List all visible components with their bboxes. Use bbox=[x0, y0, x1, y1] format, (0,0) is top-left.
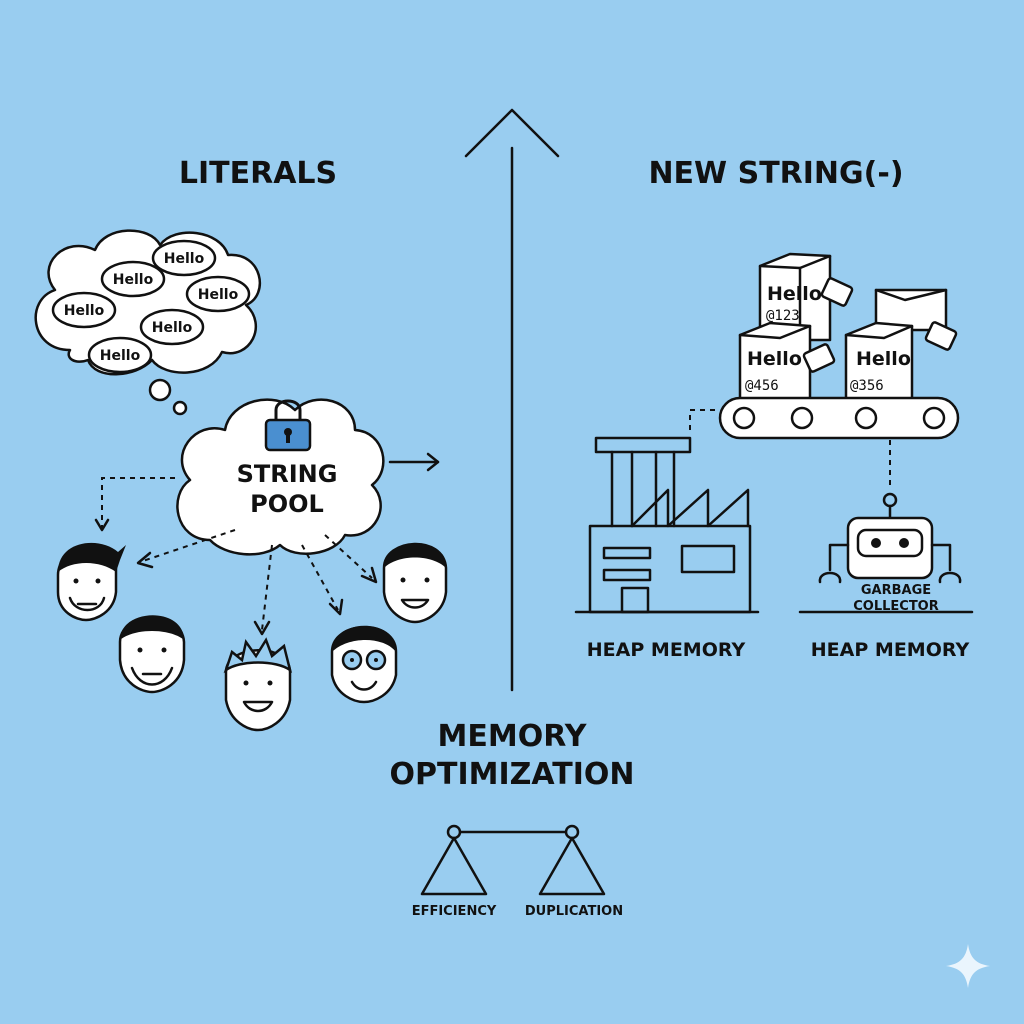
svg-text:Hello: Hello bbox=[767, 283, 822, 305]
heap-object: Hello @356 bbox=[844, 321, 958, 402]
robot-icon bbox=[798, 492, 974, 614]
factory-icon bbox=[574, 436, 760, 614]
string-pool-label-line1: STRING bbox=[237, 460, 338, 488]
person-face-icon bbox=[382, 542, 448, 624]
person-face-icon bbox=[330, 625, 398, 704]
gc-label-line1: GARBAGE bbox=[861, 583, 931, 598]
heap-memory-label: HEAP MEMORY bbox=[811, 639, 970, 661]
balance-scale-icon bbox=[420, 824, 606, 896]
svg-text:@123: @123 bbox=[766, 308, 800, 324]
lock-icon bbox=[264, 399, 312, 452]
duplication-label: DUPLICATION bbox=[525, 904, 623, 919]
svg-text:@356: @356 bbox=[850, 378, 884, 394]
efficiency-label: EFFICIENCY bbox=[412, 904, 497, 919]
string-pool-label-line2: POOL bbox=[250, 490, 324, 518]
svg-text:Hello: Hello bbox=[100, 348, 141, 364]
hello-bubble: Hello bbox=[51, 291, 117, 329]
hello-bubble: Hello bbox=[100, 260, 166, 298]
heading-literals: LITERALS bbox=[179, 156, 337, 191]
svg-text:Hello: Hello bbox=[64, 303, 105, 319]
svg-text:Hello: Hello bbox=[198, 287, 239, 303]
memory-heading-line2: OPTIMIZATION bbox=[389, 757, 634, 792]
svg-text:Hello: Hello bbox=[152, 320, 193, 336]
person-face-icon bbox=[56, 542, 126, 622]
person-face-icon bbox=[223, 637, 293, 732]
hello-bubble: Hello bbox=[87, 336, 153, 374]
gc-label-line2: COLLECTOR bbox=[853, 599, 939, 614]
factory-link bbox=[689, 409, 718, 430]
tag-icon bbox=[924, 321, 958, 351]
hello-bubble: Hello bbox=[139, 308, 205, 346]
conveyor-belt-icon bbox=[718, 396, 960, 440]
tag-icon bbox=[820, 277, 854, 307]
svg-text:Hello: Hello bbox=[747, 348, 802, 370]
svg-text:Hello: Hello bbox=[164, 251, 205, 267]
hello-bubble: Hello bbox=[151, 239, 217, 277]
right-arrow bbox=[388, 452, 440, 472]
heap-memory-label: HEAP MEMORY bbox=[587, 639, 746, 661]
heading-new-string: NEW STRING(-) bbox=[648, 156, 903, 191]
string-pool-cloud: STRING POOL bbox=[176, 398, 385, 556]
sparkle-icon bbox=[946, 944, 990, 988]
center-up-arrow bbox=[464, 108, 560, 692]
pool-references bbox=[94, 477, 378, 636]
heap-object: Hello @456 bbox=[738, 321, 836, 402]
svg-text:@456: @456 bbox=[745, 378, 779, 394]
person-face-icon bbox=[118, 615, 186, 694]
svg-text:Hello: Hello bbox=[856, 348, 911, 370]
hello-bubble: Hello bbox=[185, 275, 251, 313]
tag-icon bbox=[802, 343, 836, 373]
svg-text:Hello: Hello bbox=[113, 272, 154, 288]
memory-heading-line1: MEMORY bbox=[438, 719, 588, 754]
flag-icon bbox=[874, 288, 948, 332]
